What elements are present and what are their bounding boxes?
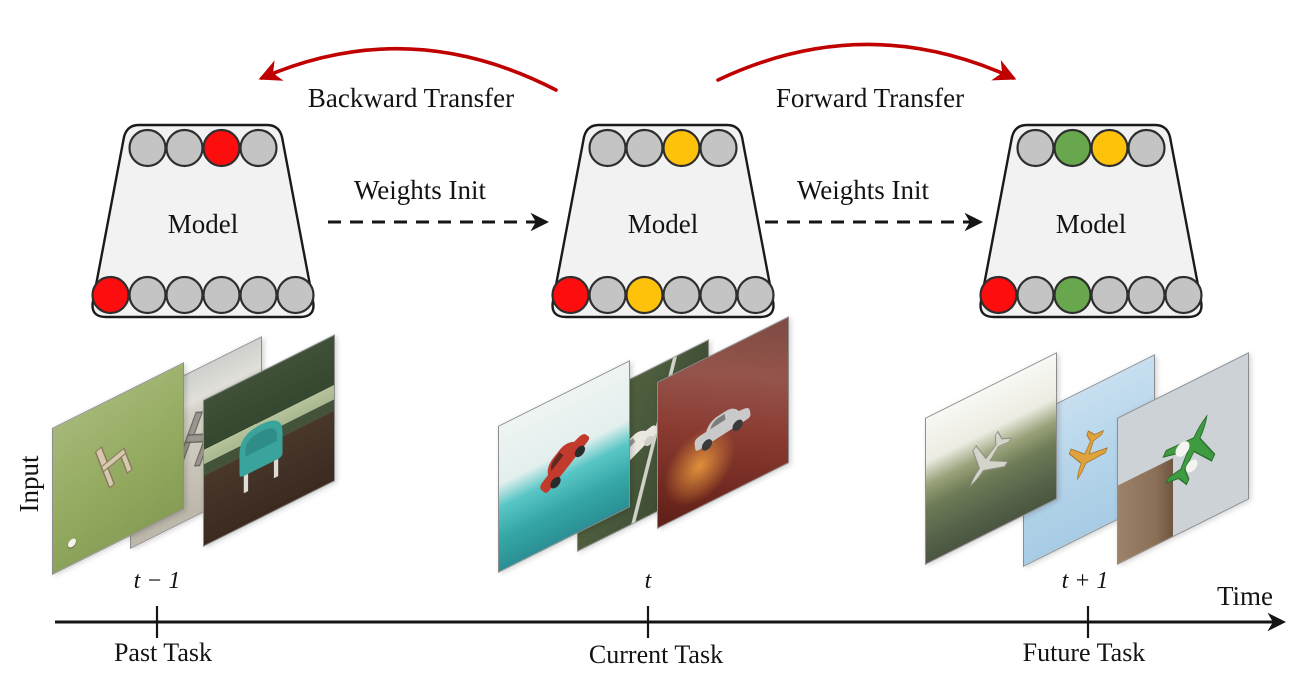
node-red: [91, 275, 130, 315]
backward-transfer-label: Backward Transfer: [307, 83, 515, 113]
node-gray: [239, 128, 278, 168]
model-current: Model: [543, 121, 783, 321]
weights-init-label-left: Weights Init: [353, 175, 487, 205]
model-label: Model: [628, 209, 699, 239]
chair-icon: [94, 446, 133, 489]
frame-teal-chair-on-deck: [203, 334, 335, 547]
frame-orange-plane-in-sky: [1023, 354, 1155, 567]
node-red: [979, 275, 1018, 315]
ball-dot: [68, 537, 76, 550]
time-label-current: t: [644, 568, 652, 594]
car-icon: [540, 434, 590, 494]
task-label-past: Past Task: [113, 638, 213, 667]
node-gray: [1090, 275, 1129, 315]
node-gray: [1016, 128, 1055, 168]
node-gray: [165, 275, 204, 315]
node-gray: [699, 128, 738, 168]
task-label-current: Current Task: [588, 640, 724, 669]
node-gray: [165, 128, 204, 168]
node-gray: [1127, 275, 1166, 315]
forward-transfer-label: Forward Transfer: [775, 83, 965, 113]
node-gray: [1164, 275, 1203, 315]
node-gray: [276, 275, 315, 315]
node-gray: [202, 275, 241, 315]
model-label: Model: [1056, 209, 1127, 239]
node-gray: [699, 275, 738, 315]
node-gray: [128, 128, 167, 168]
frame-chair-on-grass: [52, 362, 184, 575]
car-icon: [694, 407, 751, 451]
frame-plane-over-trees: [925, 352, 1057, 565]
node-gray: [588, 275, 627, 315]
node-gray: [625, 128, 664, 168]
node-gray: [588, 128, 627, 168]
node-gray: [1127, 128, 1166, 168]
input-axis-label: Input: [14, 455, 44, 513]
node-yellow: [625, 275, 664, 315]
model-label: Model: [168, 209, 239, 239]
frame-green-toy-plane: [1117, 352, 1249, 565]
node-yellow: [1090, 128, 1129, 168]
time-axis-label: Time: [1216, 581, 1274, 611]
node-gray: [128, 275, 167, 315]
model-body: [91, 123, 315, 319]
tub-chair-icon: [239, 420, 283, 494]
node-green: [1053, 275, 1092, 315]
frame-gray-car-in-fire: [657, 316, 789, 529]
task-label-future: Future Task: [1022, 638, 1146, 667]
node-yellow: [662, 128, 701, 168]
model-body: [551, 123, 775, 319]
toy-plane-icon: [1162, 414, 1216, 486]
node-red: [551, 275, 590, 315]
time-label-past: t − 1: [133, 568, 181, 594]
node-gray: [239, 275, 278, 315]
node-gray: [1016, 275, 1055, 315]
node-gray: [662, 275, 701, 315]
node-gray: [736, 275, 775, 315]
node-green: [1053, 128, 1092, 168]
time-label-future: t + 1: [1061, 568, 1109, 594]
plane-icon: [1068, 429, 1108, 481]
node-red: [202, 128, 241, 168]
plane-icon: [969, 430, 1012, 488]
model-past: Model: [83, 121, 323, 321]
model-future: Model: [971, 121, 1211, 321]
weights-init-label-right: Weights Init: [796, 175, 930, 205]
forward-transfer-arrow: [716, 42, 1017, 82]
frame-red-car-on-water: [498, 360, 630, 573]
model-body: [979, 123, 1203, 319]
